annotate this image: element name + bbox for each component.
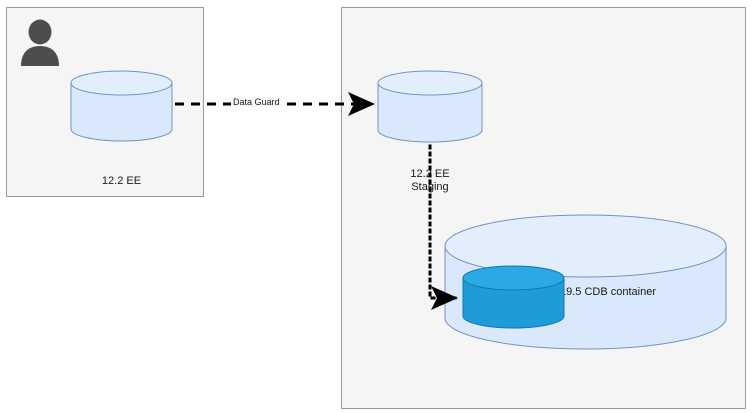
node-source-db[interactable]: 12.2 EE <box>70 70 173 187</box>
node-pdb[interactable]: 19.5 PDB <box>462 265 565 329</box>
node-staging-db[interactable]: 12.2 EE Staging <box>377 70 483 193</box>
connector-data-guard-label: Data Guard <box>231 97 282 107</box>
person-icon <box>18 18 62 68</box>
node-cdb-container-label: 19.5 CDB container <box>560 286 656 298</box>
